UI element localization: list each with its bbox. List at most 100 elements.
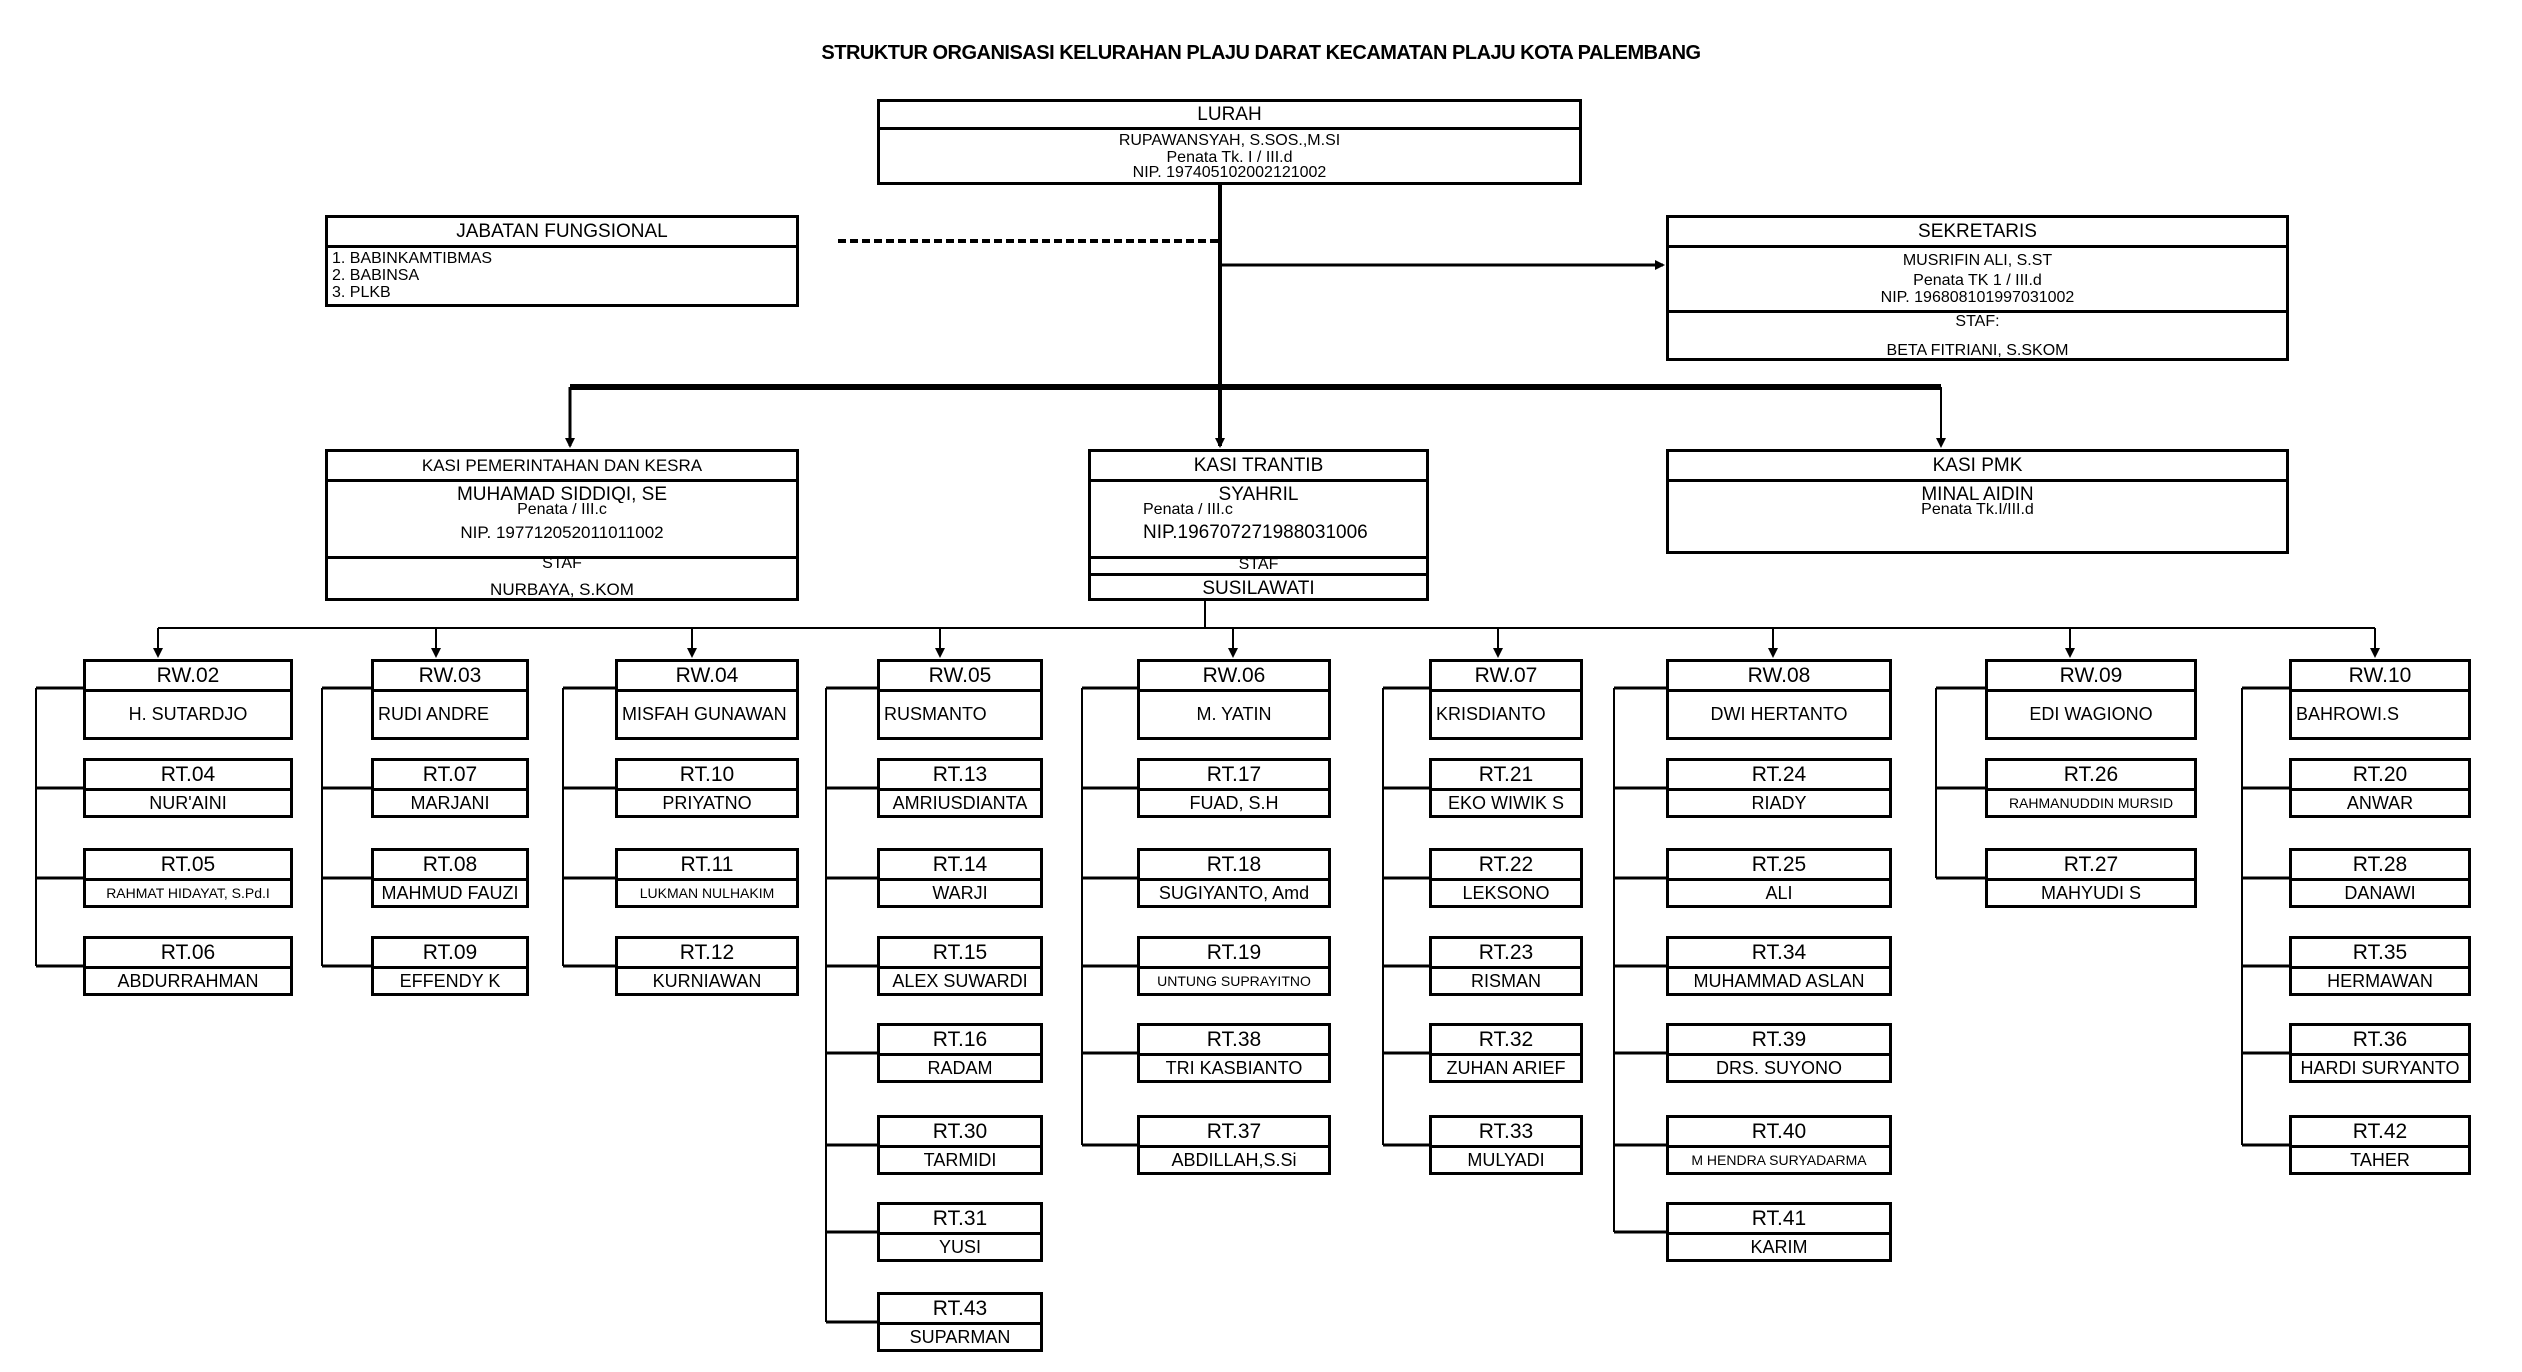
rt-person: LUKMAN NULHAKIM	[639, 885, 775, 901]
lurah-nip: NIP. 197405102002121002	[1132, 166, 1327, 180]
jabatan-fungsional-title: JABATAN FUNGSIONAL	[328, 218, 796, 248]
lurah-name: RUPAWANSYAH, S.SOS.,M.SI	[1118, 132, 1341, 149]
rt-label: RT.20	[2292, 761, 2468, 791]
rt-person: NUR'AINI	[149, 792, 227, 813]
rt-label: RT.14	[880, 851, 1040, 881]
rt-person: RAHMANUDDIN MURSID	[2008, 795, 2174, 811]
rt-label: RT.42	[2292, 1118, 2468, 1148]
rw-label: RW.09	[1988, 662, 2194, 692]
rt-person: PRIYATNO	[662, 792, 752, 813]
rw-label: RW.10	[2292, 662, 2468, 692]
lurah-rank: Penata Tk. I / III.d	[1166, 149, 1293, 166]
rt-person: TAHER	[2350, 1149, 2410, 1170]
rt-label: RT.22	[1432, 851, 1580, 881]
rw-label: RW.05	[880, 662, 1040, 692]
lurah-title: LURAH	[880, 102, 1579, 130]
sekretaris-staf: BETA FITRIANI, S.SKOM	[1886, 342, 2069, 359]
rt-person: ABDURRAHMAN	[117, 970, 259, 991]
kasi-pemerintahan-title: KASI PEMERINTAHAN DAN KESRA	[328, 452, 796, 482]
rt-person: YUSI	[938, 1236, 981, 1257]
rt-label: RT.09	[374, 939, 526, 969]
sekretaris-name: MUSRIFIN ALI, S.ST	[1902, 252, 2053, 269]
rt-person: ANWAR	[2346, 792, 2414, 813]
fungsional-item: 1. BABINKAMTIBMAS	[332, 250, 493, 267]
rw-person: MISFAH GUNAWAN	[622, 704, 787, 724]
rw-label: RW.04	[618, 662, 796, 692]
rt-person: EKO WIWIK S	[1447, 792, 1564, 813]
rt-person: RISMAN	[1470, 970, 1541, 991]
rt-label: RT.40	[1669, 1118, 1889, 1148]
rt-person: ZUHAN ARIEF	[1446, 1057, 1566, 1078]
rt-person: WARJI	[932, 882, 988, 903]
rt-person: FUAD, S.H	[1189, 792, 1279, 813]
rt-label: RT.05	[86, 851, 290, 881]
rw-person: H. SUTARDJO	[128, 704, 248, 724]
rt-label: RT.23	[1432, 939, 1580, 969]
rt-label: RT.33	[1432, 1118, 1580, 1148]
rt-label: RT.43	[880, 1295, 1040, 1325]
kasi-trantib-staf: SUSILAWATI	[1091, 573, 1426, 602]
rt-label: RT.30	[880, 1118, 1040, 1148]
rt-label: RT.07	[374, 761, 526, 791]
sekretaris-title: SEKRETARIS	[1669, 218, 2286, 248]
rt-label: RT.37	[1140, 1118, 1328, 1148]
rt-person: MARJANI	[410, 792, 490, 813]
rt-person: LEKSONO	[1462, 882, 1550, 903]
rt-person: DRS. SUYONO	[1715, 1057, 1843, 1078]
rt-person: RIADY	[1751, 792, 1807, 813]
rw-person: RUSMANTO	[884, 704, 987, 724]
kasi-pemerintahan-nip: NIP. 197712052011011002	[460, 524, 664, 541]
rt-label: RT.34	[1669, 939, 1889, 969]
rt-label: RT.15	[880, 939, 1040, 969]
kasi-trantib-box: KASI TRANTIB SYAHRIL Penata / III.c NIP.…	[1088, 449, 1429, 601]
rt-label: RT.06	[86, 939, 290, 969]
jabatan-fungsional-box: JABATAN FUNGSIONAL 1. BABINKAMTIBMAS 2. …	[325, 215, 799, 307]
rw-label: RW.06	[1140, 662, 1328, 692]
rw-label: RW.02	[86, 662, 290, 692]
rt-label: RT.18	[1140, 851, 1328, 881]
sekretaris-rank: Penata TK 1 / III.d	[1913, 272, 2042, 289]
rt-person: KARIM	[1750, 1236, 1808, 1257]
rt-person: HARDI SURYANTO	[2300, 1057, 2460, 1078]
rt-person: RAHMAT HIDAYAT, S.Pd.I	[106, 885, 270, 901]
rt-person: ABDILLAH,S.Si	[1171, 1149, 1297, 1170]
fungsional-item: 2. BABINSA	[332, 267, 420, 284]
rw-label: RW.07	[1432, 662, 1580, 692]
rw-person: KRISDIANTO	[1436, 704, 1546, 724]
kasi-pmk-name: MINAL AIDIN	[1921, 486, 2034, 503]
rt-person: RADAM	[927, 1057, 993, 1078]
fungsional-item: 3. PLKB	[332, 284, 391, 298]
kasi-pemerintahan-rank: Penata / III.c	[517, 503, 607, 516]
rt-label: RT.27	[1988, 851, 2194, 881]
